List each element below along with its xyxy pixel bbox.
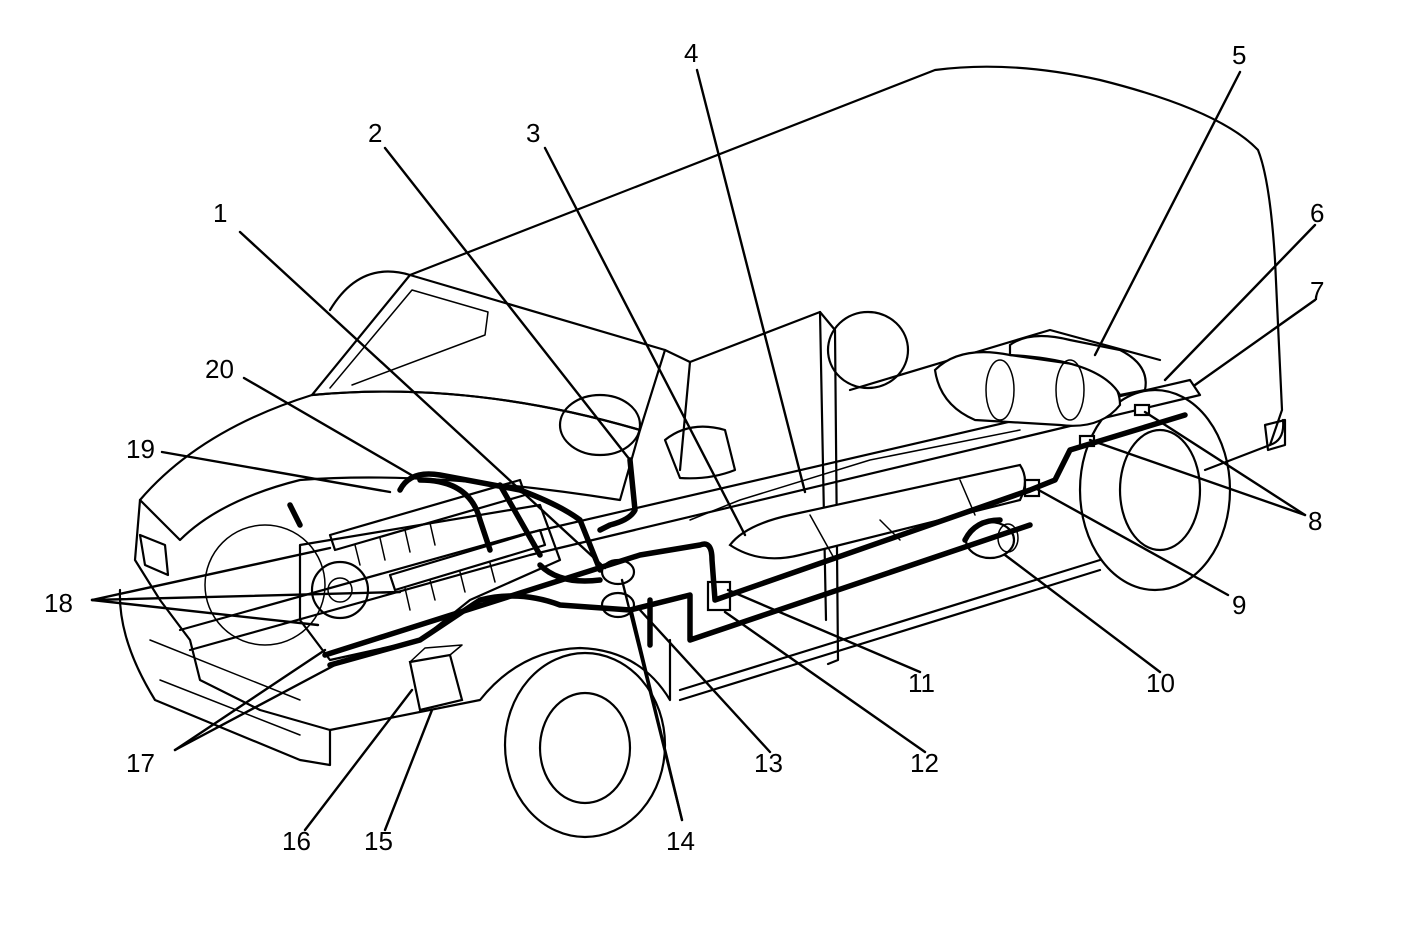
seat (663, 425, 737, 480)
tank-strap-1 (985, 359, 1015, 421)
control-module-top (409, 644, 463, 663)
hood (138, 390, 642, 542)
frame-rail-right (848, 328, 1162, 392)
front-bumper (118, 588, 332, 767)
callout-10: 10 (1146, 668, 1175, 698)
leader-18c (90, 598, 320, 627)
left-front-wheel (204, 524, 326, 646)
callout-20: 20 (205, 354, 234, 384)
rocker-panel (678, 558, 1102, 702)
callout-15: 15 (364, 826, 393, 856)
leader-13 (638, 608, 772, 754)
leader-lines (90, 68, 1317, 832)
leader-4 (695, 68, 807, 494)
control-module (408, 653, 464, 712)
frame-rail-left (178, 378, 1202, 652)
fuel-tank-rear-1 (933, 351, 1122, 427)
rear-left-wheel (826, 310, 910, 390)
tank-strap-2 (1055, 359, 1085, 421)
fuel-rail-upper (328, 478, 527, 552)
leader-1 (238, 230, 607, 570)
callout-9: 9 (1232, 590, 1246, 620)
front-fender (328, 638, 672, 732)
leader-7 (1193, 298, 1317, 387)
leader-15 (383, 708, 434, 832)
callout-6: 6 (1310, 198, 1324, 228)
b-pillar (678, 360, 692, 472)
leader-9 (1033, 486, 1230, 597)
engine-pulley (310, 560, 370, 620)
leader-8a (1143, 410, 1307, 517)
vent-hose (597, 457, 638, 533)
injectors-lower (404, 562, 496, 611)
callout-11: 11 (908, 668, 935, 698)
fuel-rail-lower (388, 528, 547, 592)
callout-4: 4 (684, 38, 698, 68)
callout-19: 19 (126, 434, 155, 464)
callout-13: 13 (754, 748, 783, 778)
leader-17b (173, 663, 337, 752)
leader-5 (1093, 70, 1242, 357)
callout-14: 14 (666, 826, 695, 856)
callout-3: 3 (526, 118, 540, 148)
front-wheel-tire (503, 651, 667, 839)
leader-12 (723, 610, 927, 754)
callout-12: 12 (910, 748, 939, 778)
leader-18a (90, 546, 332, 602)
callout-17: 17 (126, 748, 155, 778)
rear-edge (1268, 418, 1285, 447)
rear-wheel-rim (1118, 428, 1202, 552)
callout-7: 7 (1310, 276, 1324, 306)
leader-14b (630, 610, 684, 822)
engine-block (298, 503, 562, 662)
roof-inner-line (328, 270, 412, 312)
leader-11 (726, 588, 922, 674)
leader-20 (242, 376, 422, 482)
leader-16 (303, 688, 414, 832)
fuel-line-tank-loop (962, 517, 1003, 543)
front-grille (133, 498, 332, 732)
injectors-upper (354, 522, 436, 566)
fuel-line-to-regulator (537, 562, 603, 584)
leader-3 (543, 146, 747, 537)
callout-16: 16 (282, 826, 311, 856)
callout-5: 5 (1232, 40, 1246, 70)
leader-19 (160, 450, 392, 494)
bumper-lower (149, 639, 301, 736)
headlamp (138, 533, 170, 577)
callout-8: 8 (1308, 506, 1322, 536)
front-wheel-rim (538, 691, 632, 805)
fuel-line-rail-loop-2 (417, 477, 493, 553)
leader-18b (90, 590, 402, 602)
vehicle-body (118, 65, 1287, 839)
callout-1: 1 (213, 198, 227, 228)
door-frame (663, 310, 840, 666)
windshield-inner (329, 289, 489, 389)
leader-17a (173, 648, 327, 752)
engine-pulley-inner (327, 577, 353, 603)
roof-outline (408, 65, 1284, 472)
steering-wheel (558, 393, 642, 457)
exhaust-pipe (689, 429, 1021, 521)
leader-2 (383, 146, 632, 462)
windshield (310, 273, 667, 432)
callout-18: 18 (44, 588, 73, 618)
bracket-8b (1133, 403, 1151, 417)
leader-10 (1003, 553, 1162, 674)
front-hardline (287, 482, 543, 558)
callout-labels: 1 2 3 4 5 6 7 8 9 10 11 12 13 14 15 16 1… (44, 38, 1324, 856)
leader-8b (1088, 438, 1307, 517)
leader-6 (1163, 223, 1317, 382)
callout-2: 2 (368, 118, 382, 148)
rear-bumper (1263, 418, 1287, 452)
